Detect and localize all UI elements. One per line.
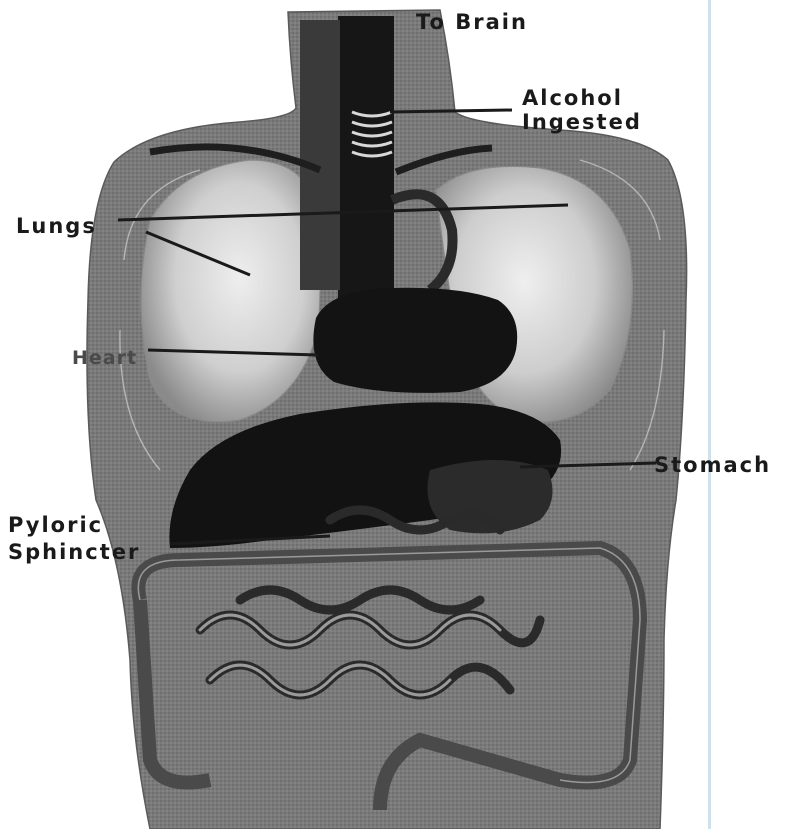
label-alcohol-line1: Alcohol [522,86,642,110]
label-alcohol-line2: Ingested [522,110,642,134]
label-to-brain: To Brain [416,10,528,34]
label-heart: Heart [72,346,137,370]
label-pyloric-line2: Sphincter [8,539,140,566]
esophagus [338,16,394,306]
left-lung [141,160,320,422]
page-edge [708,0,711,829]
label-stomach: Stomach [654,453,771,477]
label-lungs: Lungs [16,214,97,238]
esophagus-side [300,20,340,290]
alcohol-pointer [390,110,512,112]
label-alcohol-ingested: Alcohol Ingested [522,86,642,134]
label-pyloric-sphincter: Pyloric Sphincter [8,512,140,566]
label-pyloric-line1: Pyloric [8,512,140,539]
heart [313,288,517,393]
